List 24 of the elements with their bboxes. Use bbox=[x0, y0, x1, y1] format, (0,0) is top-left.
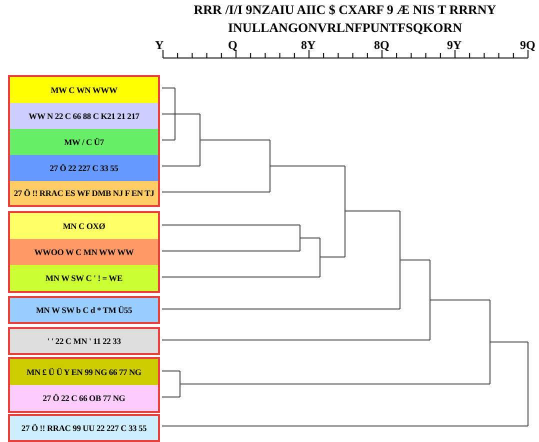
cluster-label: 27 Ö 22 C 66 OB 77 NG bbox=[10, 385, 158, 411]
chart-subtitle: INULLANGONVRLNFPUNTFSQKORN bbox=[226, 20, 463, 36]
cluster-label: MN W SW b C d * TM Ü55 bbox=[8, 296, 160, 324]
cluster-label: 27 Ö !! RRAC ES WF DMB NJ F EN TJ bbox=[10, 181, 158, 205]
axis-tick-label: 8Y bbox=[301, 38, 316, 53]
axis-tick-label: Q bbox=[228, 38, 238, 53]
axis-tick-label: 9Y bbox=[447, 38, 462, 53]
cluster-label: 27 Ö !! RRAC 99 UU 22 227 C 33 55 bbox=[8, 414, 160, 442]
cluster-label: WW N 22 C 66 88 C K21 21 217 bbox=[10, 103, 158, 129]
group-box bbox=[8, 75, 160, 207]
axis-tick-label: 8Q bbox=[374, 38, 390, 53]
cluster-label: 27 Ö 22 227 C 33 55 bbox=[10, 155, 158, 181]
chart-title: RRR /I/I 9NZAIU AIIC $ CXARF 9 Æ NIS T RRRNY bbox=[192, 2, 498, 18]
cluster-label: ' ' 22 C MN ' 11 22 33 bbox=[8, 327, 160, 355]
cluster-label: MN W SW C ' ! = WE bbox=[10, 265, 158, 291]
cluster-label: MW / C Ü7 bbox=[10, 129, 158, 155]
cluster-label: MN £ Ü Ü Y EN 99 NG 66 77 NG bbox=[10, 359, 158, 385]
cluster-label: WWOO W C MN WW WW bbox=[10, 239, 158, 265]
axis-tick-label: Y bbox=[155, 38, 164, 53]
cluster-label: MW C WN WWW bbox=[10, 77, 158, 103]
cluster-label: MN C OXØ bbox=[10, 213, 158, 239]
group-box bbox=[8, 357, 160, 413]
group-box bbox=[8, 211, 160, 293]
axis-tick-label: 9Q bbox=[520, 38, 536, 53]
